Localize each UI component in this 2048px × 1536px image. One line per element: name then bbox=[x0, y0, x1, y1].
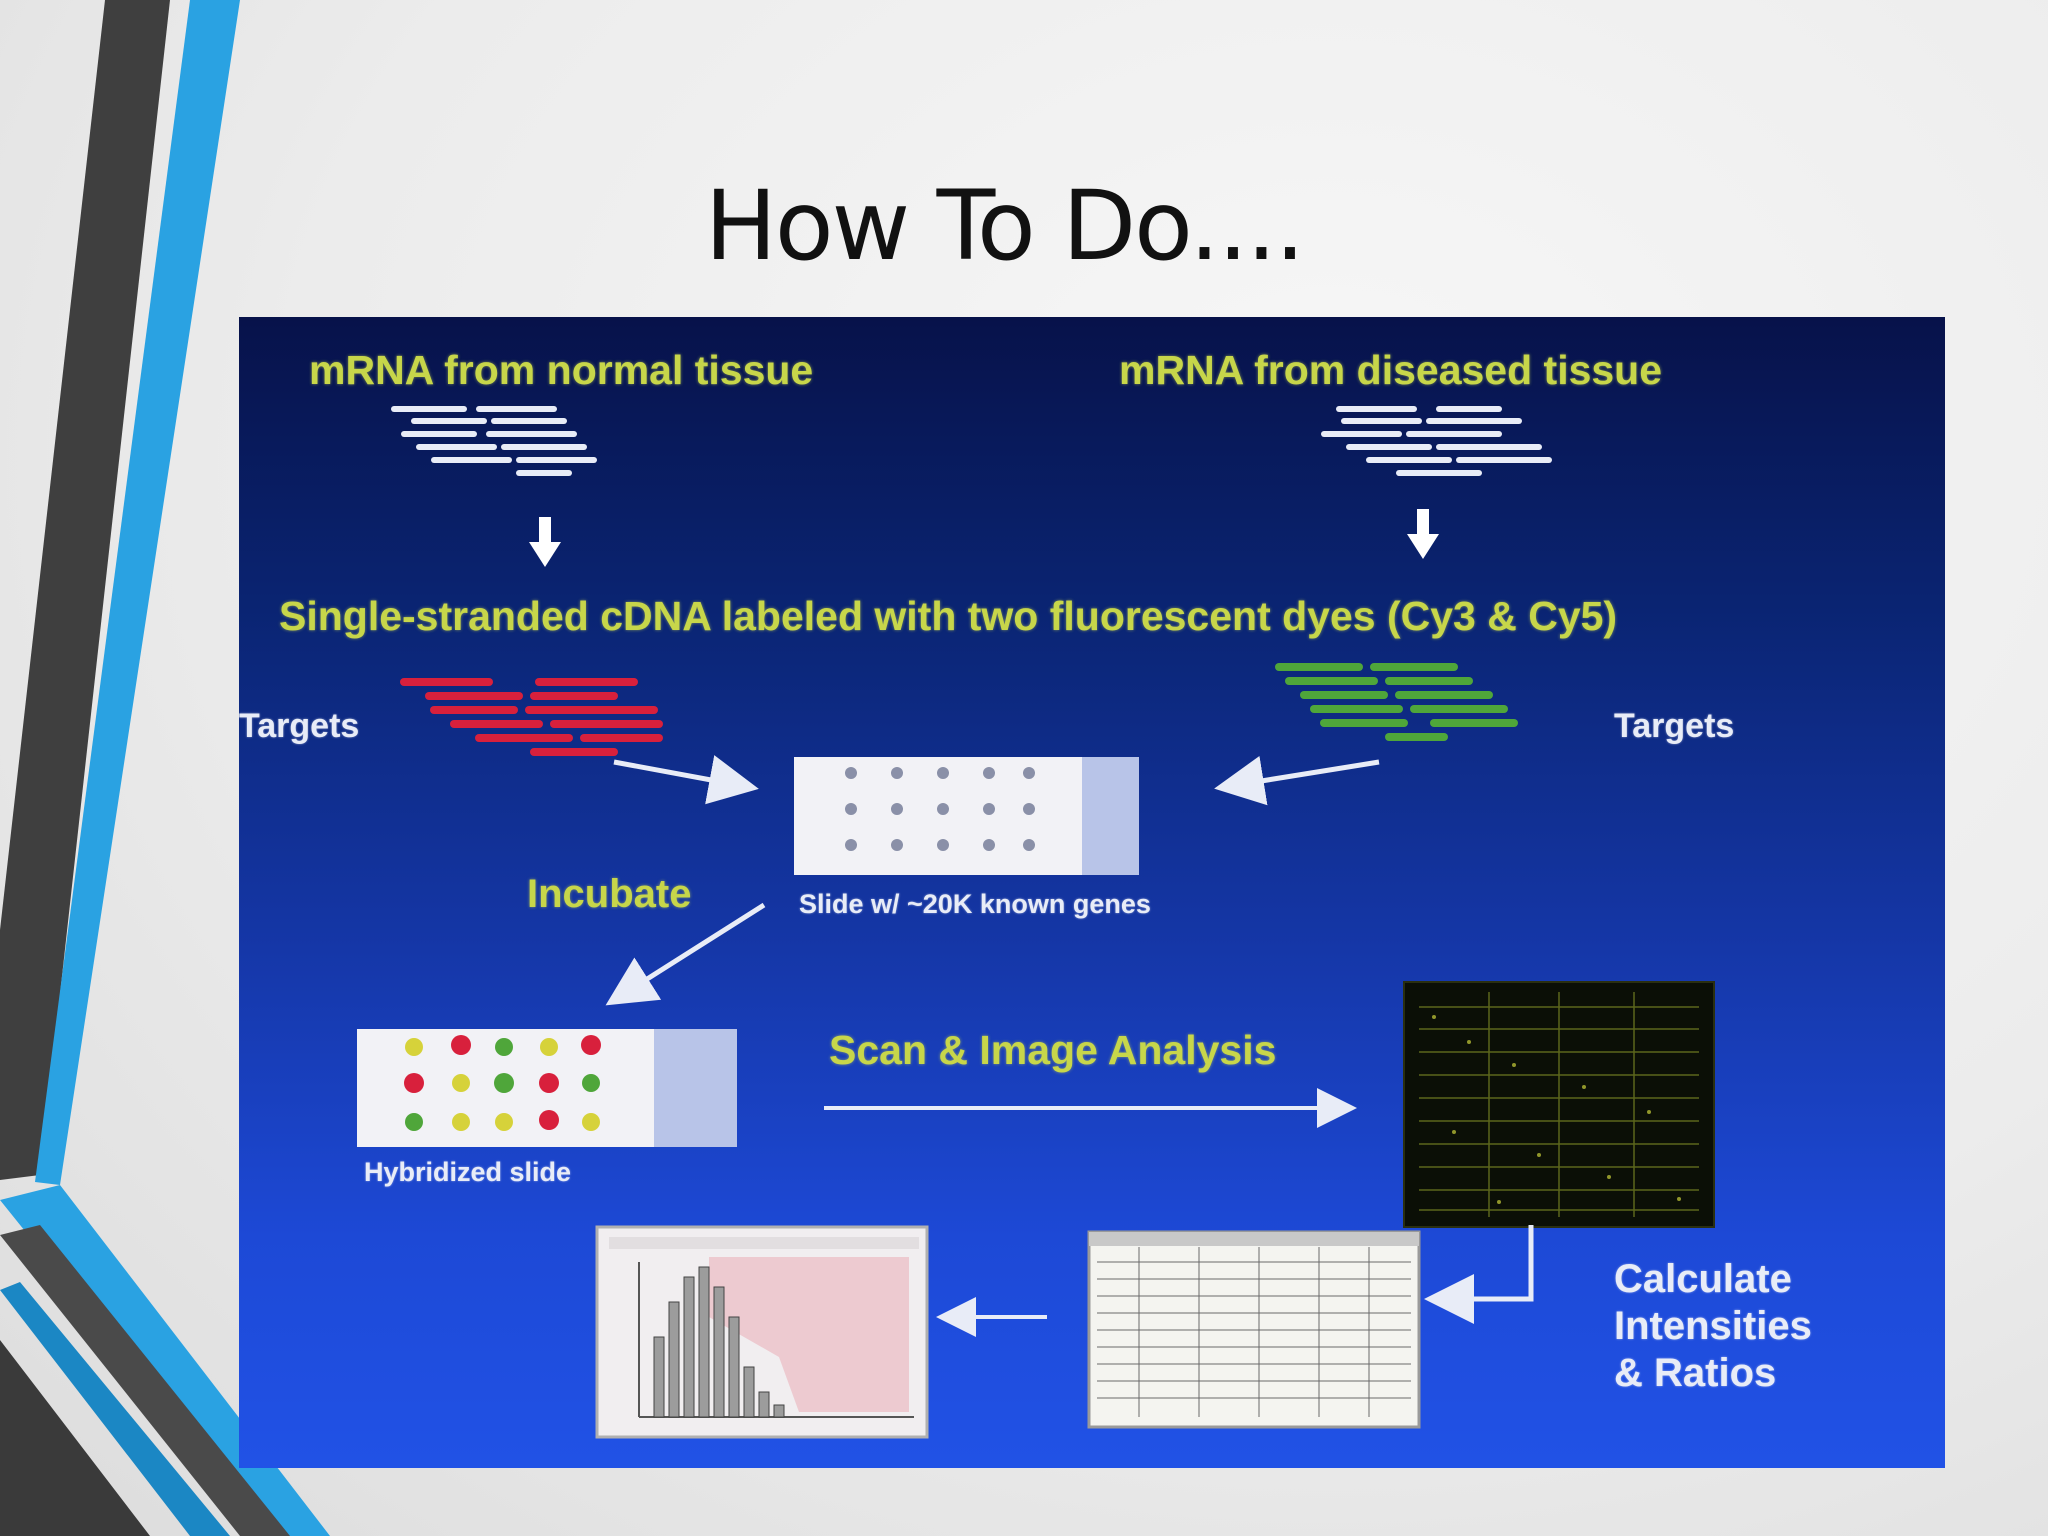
arrow-red-to-slide bbox=[613, 755, 759, 805]
down-arrow-left bbox=[529, 517, 561, 567]
label-calc-3: & Ratios bbox=[1614, 1351, 1777, 1395]
label-calc-2: Intensities bbox=[1614, 1304, 1812, 1348]
label-mrna-normal: mRNA from normal tissue bbox=[309, 347, 814, 393]
incubate-arrow bbox=[605, 902, 766, 1006]
cdna-targets-green bbox=[1275, 663, 1518, 741]
microarray-diagram bbox=[357, 406, 1715, 1439]
label-mrna-diseased: mRNA from diseased tissue bbox=[1119, 347, 1663, 393]
label-slide-caption: Slide w/ ~20K known genes bbox=[799, 889, 1151, 919]
label-cdna: Single-stranded cDNA labeled with two fl… bbox=[279, 593, 1618, 639]
label-calc-1: Calculate bbox=[1614, 1257, 1792, 1301]
microarray-diagram-panel: mRNA from normal tissue mRNA from diseas… bbox=[239, 317, 1945, 1468]
mrna-strands-normal bbox=[391, 406, 597, 476]
gene-slide bbox=[794, 757, 1139, 875]
cdna-targets-red bbox=[400, 678, 663, 756]
label-targets-left: Targets bbox=[239, 707, 360, 745]
slide-title: How To Do.... bbox=[704, 170, 1306, 282]
data-spreadsheet bbox=[1087, 1230, 1421, 1429]
label-targets-right: Targets bbox=[1614, 707, 1735, 745]
label-hybridized: Hybridized slide bbox=[364, 1157, 572, 1187]
scanned-microarray-image bbox=[1403, 981, 1715, 1228]
mrna-strands-diseased bbox=[1321, 406, 1552, 476]
elbow-arrow bbox=[1424, 1225, 1534, 1324]
arrow-green-to-slide bbox=[1214, 755, 1380, 806]
histogram-thumbnail bbox=[595, 1225, 929, 1439]
down-arrow-right bbox=[1407, 509, 1439, 559]
hybridized-slide bbox=[357, 1029, 737, 1147]
label-incubate: Incubate bbox=[527, 872, 692, 916]
label-scan: Scan & Image Analysis bbox=[829, 1027, 1277, 1073]
